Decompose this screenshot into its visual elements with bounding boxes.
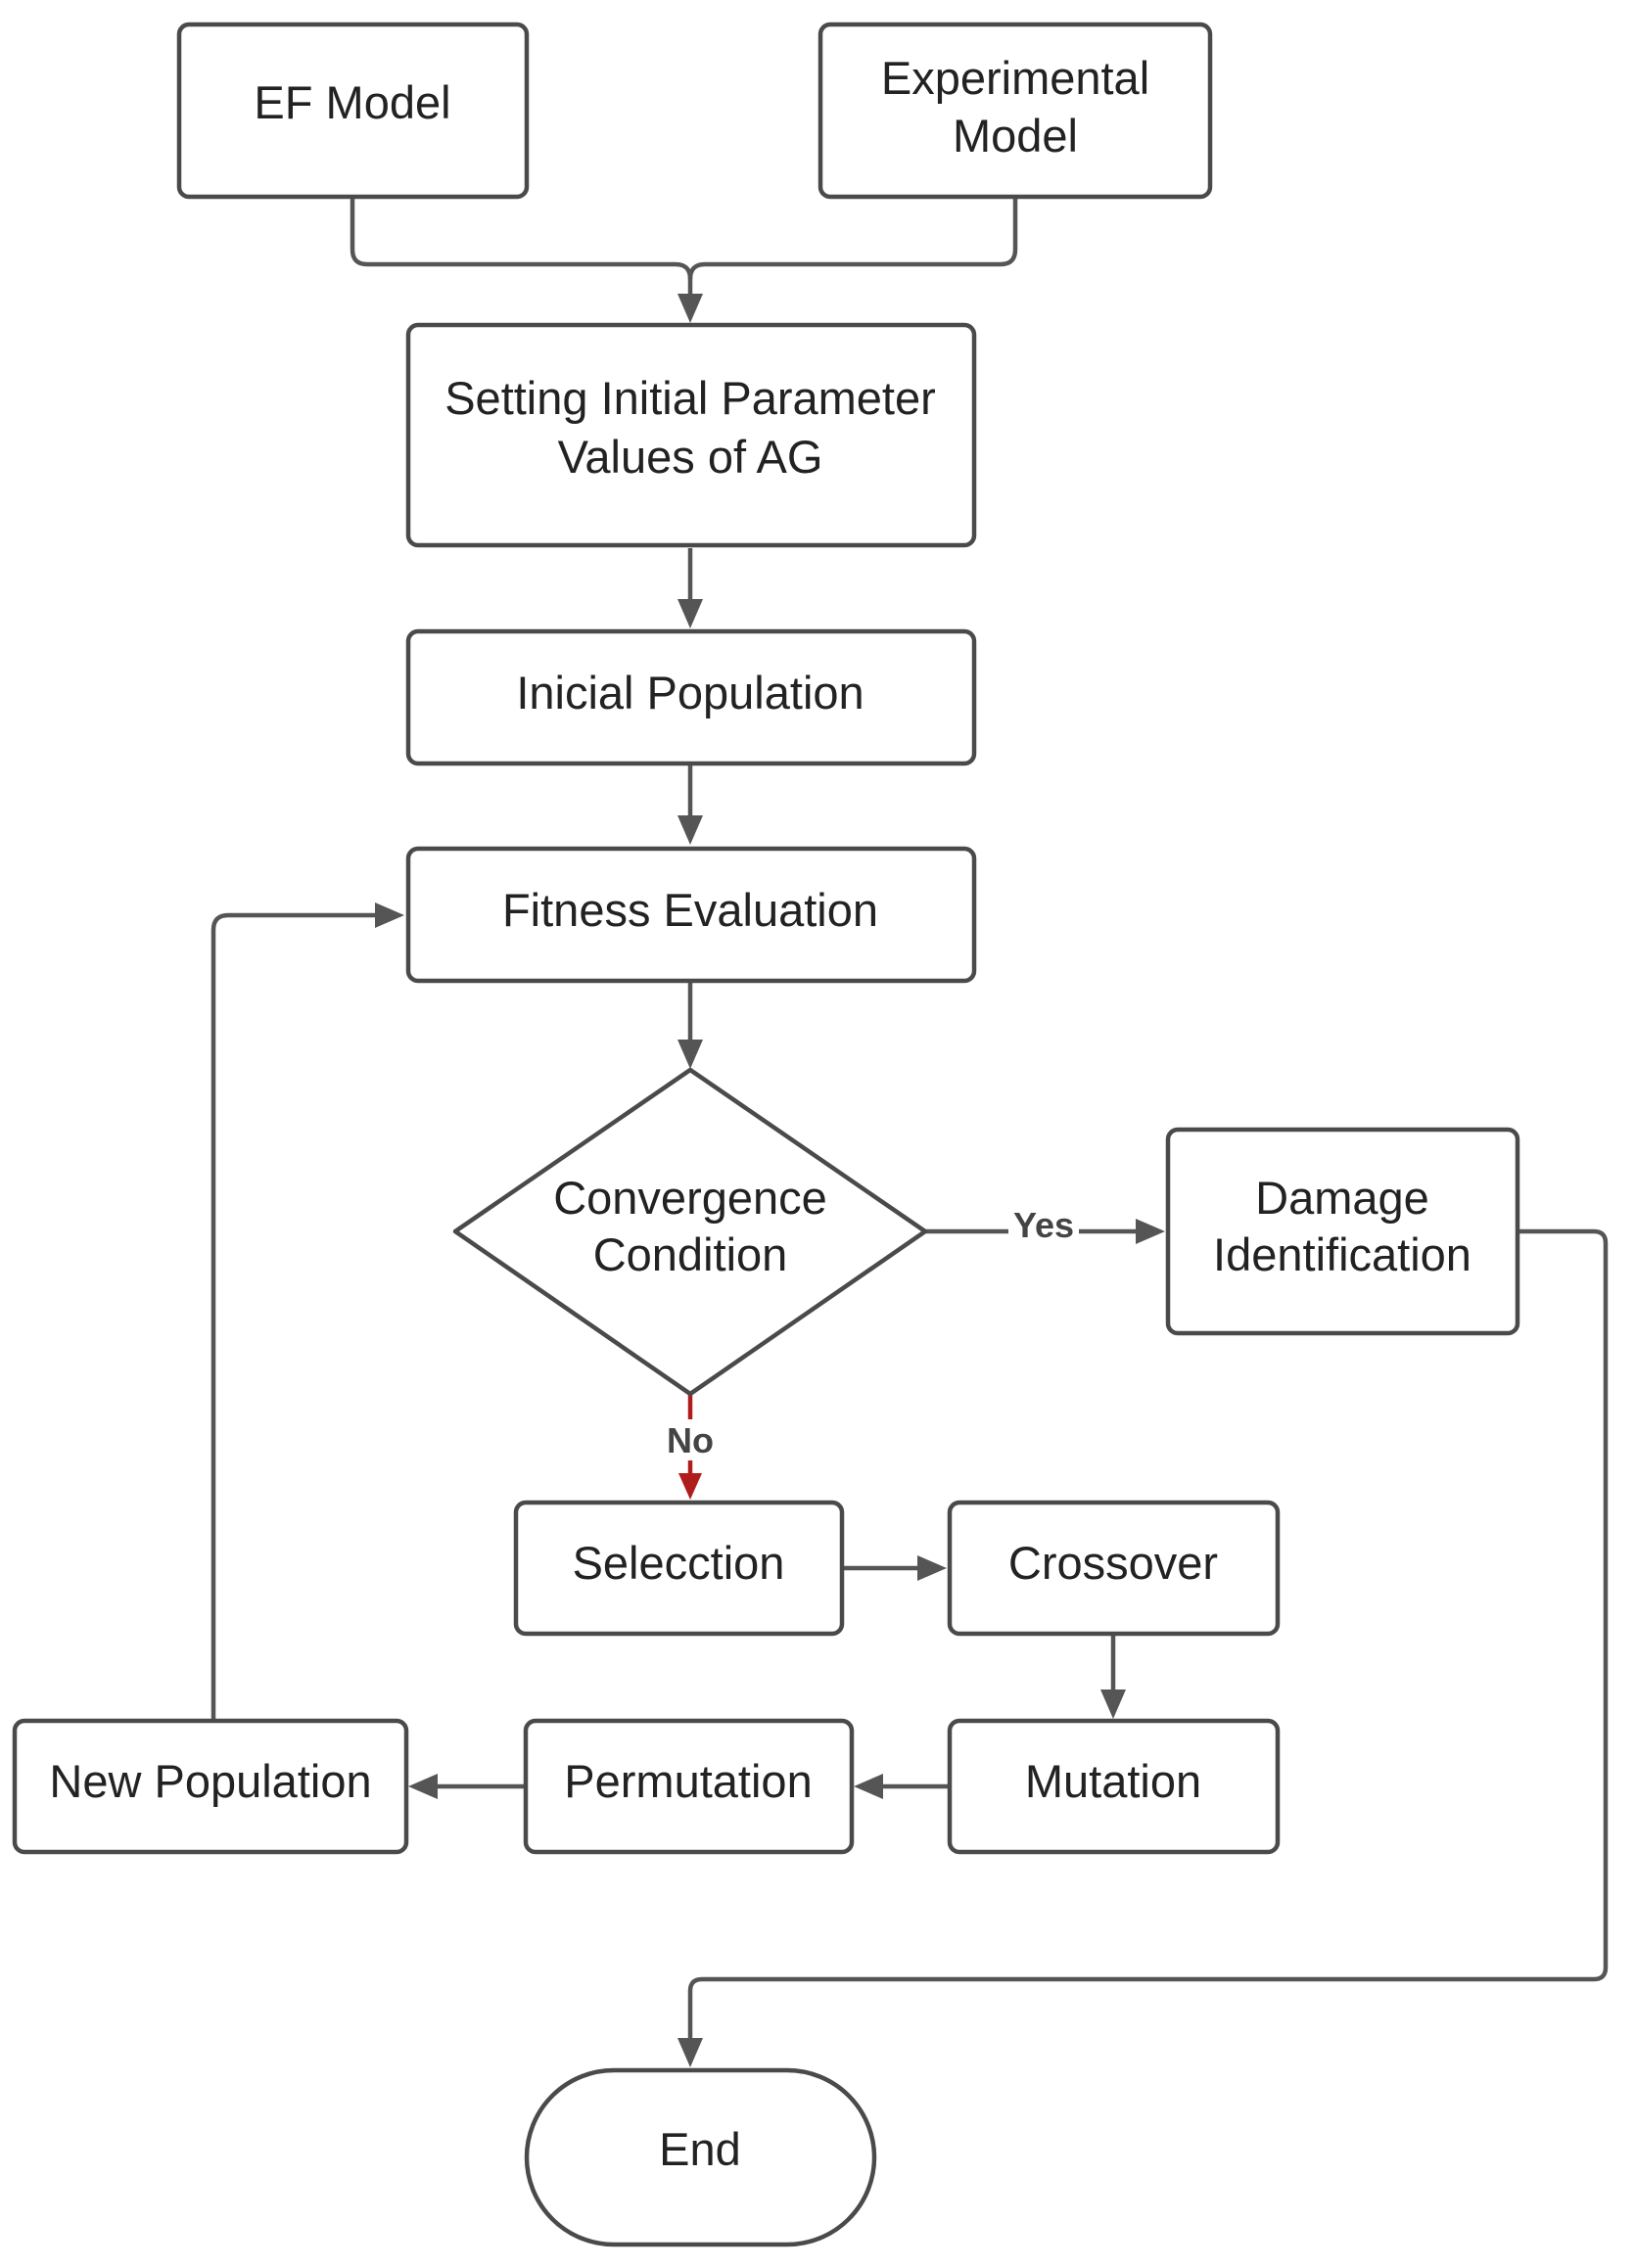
crossover-node: Crossover	[947, 1500, 1281, 1637]
mutation-label: Mutation	[1025, 1755, 1201, 1807]
edge-experimental-merge	[687, 196, 1018, 280]
arrow-into-crossover	[917, 1555, 947, 1581]
permutation-label: Permutation	[564, 1755, 812, 1807]
experimental-model-label-line1: Experimental	[881, 52, 1149, 104]
edge-loop-back-to-fitness	[210, 912, 375, 1721]
convergence-condition-node: Convergence Condition	[452, 1067, 928, 1397]
initial-population-node: Inicial Population	[405, 628, 977, 766]
convergence-condition-label-line1: Convergence	[553, 1172, 827, 1224]
crossover-label: Crossover	[1008, 1537, 1218, 1589]
arrow-into-new-population	[408, 1774, 438, 1799]
arrow-loop-into-fitness	[375, 903, 404, 928]
new-population-label: New Population	[49, 1755, 371, 1807]
setting-parameters-label-line1: Setting Initial Parameter	[444, 372, 936, 424]
no-label: No	[667, 1420, 714, 1460]
arrow-into-setting	[677, 294, 703, 323]
edge-ef-model-merge	[350, 196, 693, 294]
end-label: End	[659, 2123, 741, 2175]
arrow-into-fitness	[677, 815, 703, 845]
initial-population-label: Inicial Population	[516, 667, 864, 718]
setting-parameters-label-line2: Values of AG	[558, 431, 823, 483]
convergence-condition-label-line2: Condition	[593, 1228, 788, 1280]
selection-label: Selecction	[573, 1537, 785, 1589]
yes-label-bg	[1008, 1208, 1079, 1247]
arrow-into-selection	[678, 1473, 702, 1500]
ef-model-label: EF Model	[254, 76, 450, 128]
experimental-model-node: Experimental Model	[818, 22, 1213, 200]
damage-identification-label-line2: Identification	[1213, 1228, 1472, 1280]
arrow-into-permutation	[854, 1774, 883, 1799]
damage-identification-node: Damage Identification	[1165, 1127, 1520, 1336]
permutation-node: Permutation	[523, 1718, 855, 1855]
mutation-node: Mutation	[947, 1718, 1281, 1855]
arrow-into-mutation	[1100, 1689, 1126, 1719]
new-population-node: New Population	[12, 1718, 409, 1855]
connectors	[210, 196, 1609, 2067]
end-node: End	[524, 2067, 877, 2247]
no-label-bg	[656, 1419, 726, 1460]
damage-identification-label-line1: Damage	[1255, 1172, 1429, 1224]
setting-parameters-node: Setting Initial Parameter Values of AG	[405, 322, 977, 548]
fitness-evaluation-label: Fitness Evaluation	[502, 884, 878, 936]
arrow-into-damage	[1136, 1219, 1165, 1244]
experimental-model-label-line2: Model	[953, 110, 1078, 162]
arrow-into-convergence	[677, 1040, 703, 1069]
arrow-into-initial-population	[677, 599, 703, 628]
ef-model-node: EF Model	[176, 22, 530, 200]
arrow-into-end	[677, 2038, 703, 2067]
yes-label: Yes	[1013, 1205, 1074, 1245]
edge-damage-to-end	[687, 1228, 1609, 2038]
fitness-evaluation-node: Fitness Evaluation	[405, 846, 977, 984]
selection-node: Selecction	[513, 1500, 845, 1637]
